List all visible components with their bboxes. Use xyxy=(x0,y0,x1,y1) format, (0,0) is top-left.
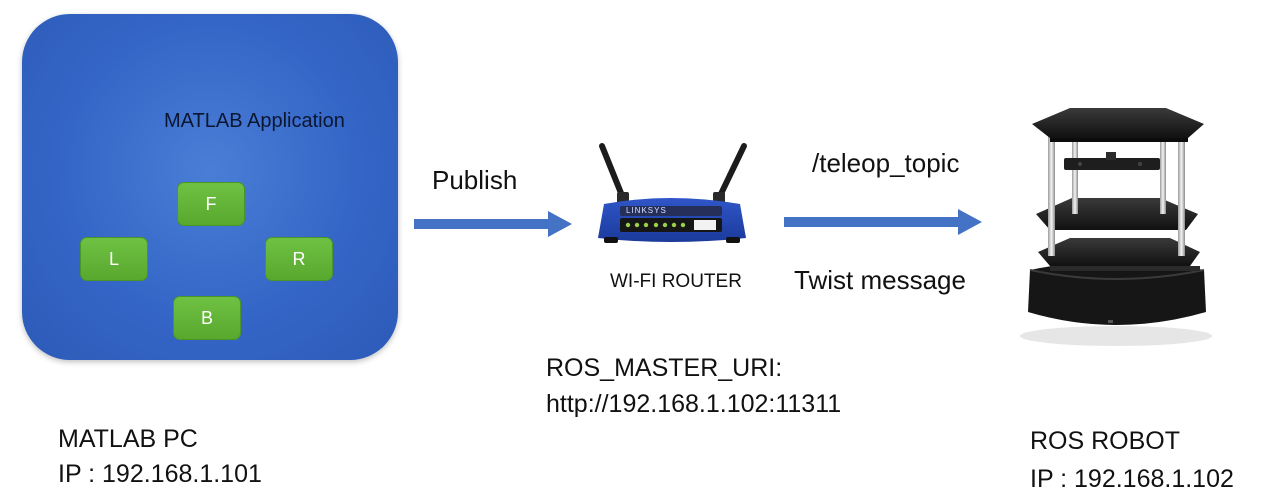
robot-icon xyxy=(1020,108,1212,346)
matlab-app-title: MATLAB Application xyxy=(164,110,345,132)
topic-arrow xyxy=(784,209,982,235)
right-button[interactable]: R xyxy=(265,237,333,281)
ros-master-uri: http://192.168.1.102:11311 xyxy=(546,390,842,418)
ros-robot-name: ROS ROBOT xyxy=(1030,427,1181,455)
back-button[interactable]: B xyxy=(173,296,241,340)
publish-label: Publish xyxy=(432,165,518,195)
ros-robot-ip: IP : 192.168.1.102 xyxy=(1030,465,1234,493)
matlab-pc-ip: IP : 192.168.1.101 xyxy=(58,460,262,488)
matlab-pc-name: MATLAB PC xyxy=(58,425,198,453)
forward-button[interactable]: F xyxy=(177,182,245,226)
router-label: WI-FI ROUTER xyxy=(610,271,742,292)
router-icon xyxy=(598,143,747,243)
ros-master-label: ROS_MASTER_URI: xyxy=(546,354,783,382)
left-button[interactable]: L xyxy=(80,237,148,281)
message-label: Twist message xyxy=(794,265,966,295)
router-brand: LINKSYS xyxy=(626,206,667,215)
publish-arrow xyxy=(414,211,572,237)
topic-label: /teleop_topic xyxy=(812,148,960,178)
